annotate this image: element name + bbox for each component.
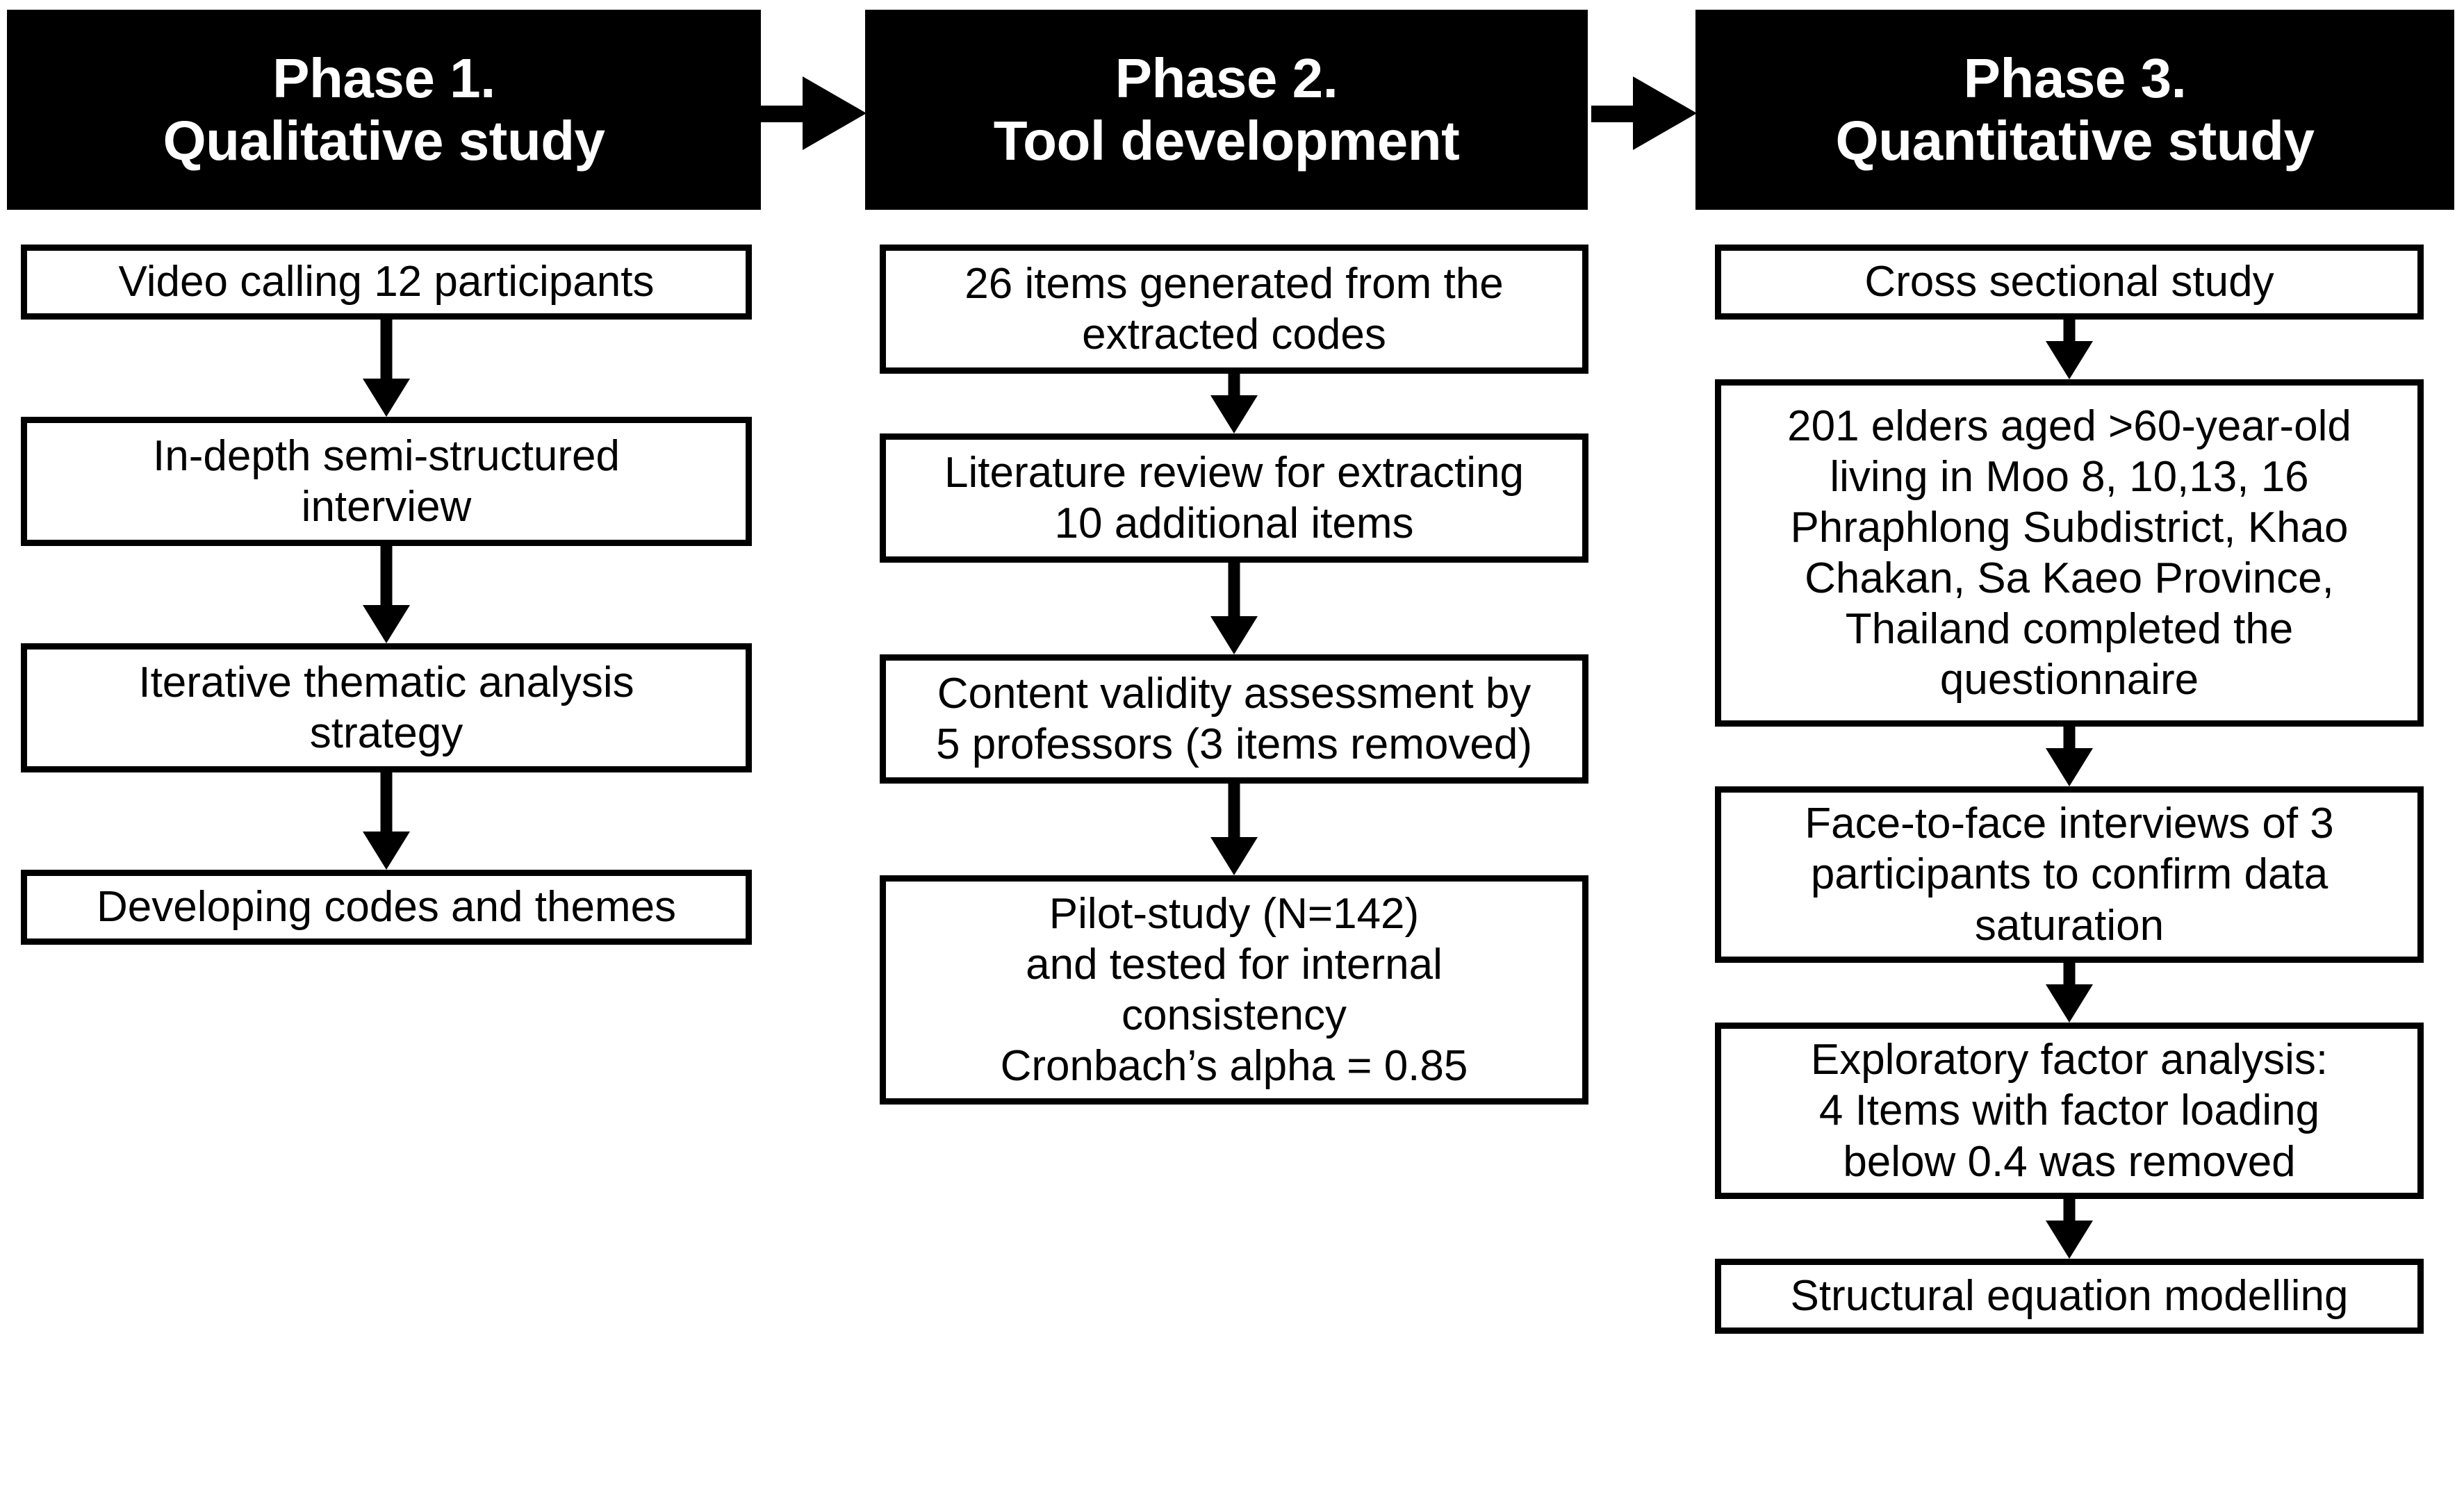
phase-2-title-line-1: Phase 2. <box>1115 47 1338 110</box>
phase-2-steps-column: 26 items generated from the extracted co… <box>880 245 1588 1105</box>
arrow-head-down-icon <box>2046 748 2093 786</box>
connector-arrow-p1-s1 <box>362 320 411 417</box>
phase-3-steps-column: Cross sectional study 201 elders aged >60… <box>1715 245 2424 1334</box>
phase-header-band: Phase 1. Qualitative study Phase 2. Tool… <box>0 0 2464 229</box>
arrow-shaft <box>2063 1199 2076 1223</box>
step-label: Iterative thematic analysis strategy <box>138 658 634 757</box>
step-label: Video calling 12 participants <box>118 258 655 306</box>
step-box-p1-s3: Iterative thematic analysis strategy <box>21 643 752 772</box>
step-label: Exploratory factor analysis: 4 Items wit… <box>1810 1036 2329 1186</box>
arrow-head-right-icon <box>1633 76 1697 150</box>
arrow-shaft <box>380 772 393 834</box>
arrow-head-down-icon <box>1210 395 1258 433</box>
step-label: 26 items generated from the extracted co… <box>964 259 1504 358</box>
arrow-head-down-icon <box>2046 984 2093 1023</box>
arrow-head-down-icon <box>363 379 410 417</box>
connector-arrow-p3-s1 <box>2045 320 2094 379</box>
step-box-p1-s2: In-depth semi-structured interview <box>21 417 752 546</box>
phase-3-title-line-1: Phase 3. <box>1963 47 2187 110</box>
phase-header-2: Phase 2. Tool development <box>865 10 1588 210</box>
step-box-p3-s4: Exploratory factor analysis: 4 Items wit… <box>1715 1023 2424 1199</box>
connector-arrow-p2-s1 <box>1210 374 1258 433</box>
phase-2-title-line-2: Tool development <box>993 110 1460 172</box>
arrow-shaft <box>380 546 393 607</box>
arrow-head-right-icon <box>803 76 866 150</box>
step-box-p2-s1: 26 items generated from the extracted co… <box>880 245 1588 374</box>
step-box-p1-s1: Video calling 12 participants <box>21 245 752 320</box>
step-box-p3-s3: Face-to-face interviews of 3 participant… <box>1715 786 2424 963</box>
arrow-head-down-icon <box>363 832 410 870</box>
phase-header-3: Phase 3. Quantitative study <box>1695 10 2454 210</box>
connector-arrow-p2-s2 <box>1210 563 1258 654</box>
phase-1-title-line-1: Phase 1. <box>272 47 495 110</box>
step-label: In-depth semi-structured interview <box>153 431 620 531</box>
arrow-head-down-icon <box>1210 837 1258 875</box>
connector-arrow-p3-s3 <box>2045 963 2094 1023</box>
step-box-p2-s3: Content validity assessment by 5 profess… <box>880 654 1588 784</box>
arrow-head-down-icon <box>363 605 410 643</box>
arrow-shaft <box>2063 727 2076 750</box>
phase-1-to-phase-2-arrow <box>761 76 866 150</box>
phase-3-title-line-2: Quantitative study <box>1835 110 2315 172</box>
connector-arrow-p1-s3 <box>362 772 411 870</box>
connector-arrow-p2-s3 <box>1210 784 1258 875</box>
arrow-shaft <box>1228 374 1240 397</box>
arrow-head-down-icon <box>1210 616 1258 654</box>
arrow-shaft <box>380 320 393 381</box>
arrow-shaft <box>1228 563 1240 618</box>
arrow-head-down-icon <box>2046 1221 2093 1259</box>
step-box-p3-s2: 201 elders aged >60-year-old living in M… <box>1715 379 2424 727</box>
phase-1-title-line-2: Qualitative study <box>163 110 605 172</box>
phase-2-to-phase-3-arrow <box>1591 76 1697 150</box>
step-box-p3-s1: Cross sectional study <box>1715 245 2424 320</box>
arrow-head-down-icon <box>2046 341 2093 379</box>
step-box-p1-s4: Developing codes and themes <box>21 870 752 945</box>
connector-arrow-p3-s4 <box>2045 1199 2094 1259</box>
step-box-p3-s5: Structural equation modelling <box>1715 1259 2424 1334</box>
step-label: Pilot-study (N=142) and tested for inter… <box>1000 889 1468 1091</box>
arrow-shaft <box>2063 320 2076 343</box>
connector-arrow-p1-s2 <box>362 546 411 643</box>
arrow-shaft <box>2063 963 2076 986</box>
arrow-shaft <box>1228 784 1240 839</box>
step-box-p2-s4: Pilot-study (N=142) and tested for inter… <box>880 875 1588 1105</box>
step-label: Cross sectional study <box>1864 258 2274 306</box>
step-label: Face-to-face interviews of 3 participant… <box>1805 800 2334 950</box>
step-label: Developing codes and themes <box>96 883 677 932</box>
step-label: Literature review for extracting 10 addi… <box>944 448 1524 547</box>
step-label: Structural equation modelling <box>1790 1272 2349 1321</box>
step-box-p2-s2: Literature review for extracting 10 addi… <box>880 433 1588 563</box>
connector-arrow-p3-s2 <box>2045 727 2094 786</box>
step-label: 201 elders aged >60-year-old living in M… <box>1787 402 2351 704</box>
phase-header-1: Phase 1. Qualitative study <box>7 10 761 210</box>
step-label: Content validity assessment by 5 profess… <box>936 669 1532 768</box>
